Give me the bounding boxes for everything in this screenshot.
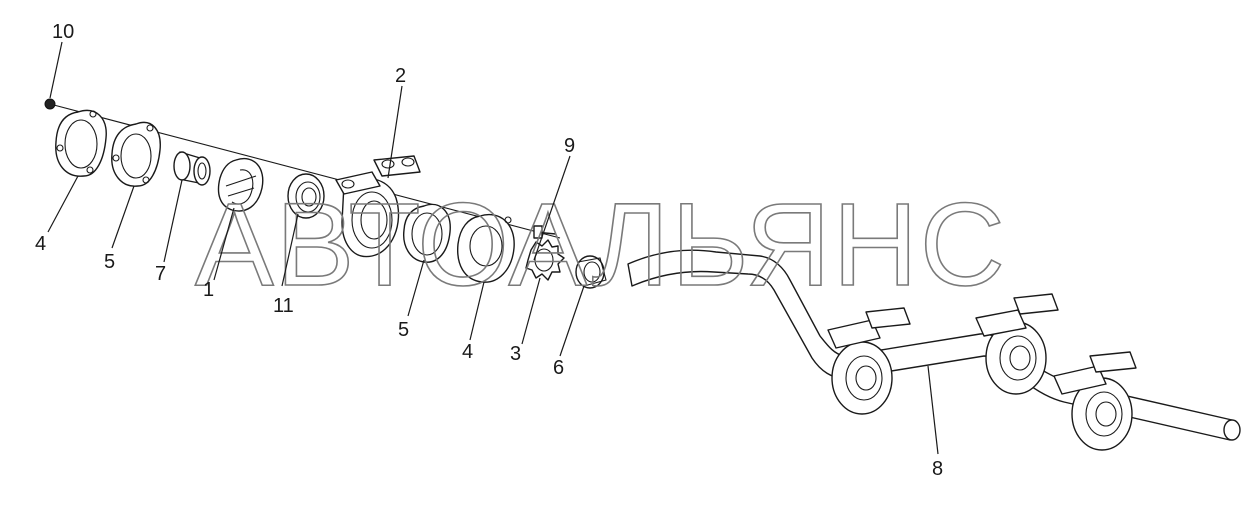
callout-5-left: 5 bbox=[104, 251, 115, 273]
part-8-driveshaft-assembly bbox=[627, 249, 1241, 451]
callout-3: 3 bbox=[510, 343, 521, 365]
part-1-shim-ring bbox=[217, 157, 264, 212]
callout-9: 9 bbox=[564, 135, 575, 157]
callout-6: 6 bbox=[553, 357, 564, 379]
callout-4-right: 4 bbox=[462, 341, 473, 363]
callout-5-right: 5 bbox=[398, 319, 409, 341]
part-2-bearing-housing bbox=[335, 155, 421, 258]
watermark-text: АВТОАЛЬЯНС bbox=[195, 179, 1007, 311]
part-9-bolt bbox=[533, 225, 557, 239]
callout-10: 10 bbox=[52, 21, 74, 43]
callout-1: 1 bbox=[203, 279, 214, 301]
callout-8: 8 bbox=[932, 458, 943, 480]
callout-7: 7 bbox=[155, 263, 166, 285]
part-6-lock-nut bbox=[575, 255, 607, 289]
part-4-cover-flange-right bbox=[457, 214, 515, 283]
part-5-flange-gasket-left bbox=[111, 121, 161, 187]
part-7-bushing bbox=[173, 151, 211, 186]
callout-4-left: 4 bbox=[35, 233, 46, 255]
callout-11: 11 bbox=[273, 295, 294, 317]
part-10-ball bbox=[44, 98, 56, 110]
callout-2: 2 bbox=[395, 65, 406, 87]
callout-labels: 10 2 9 4 5 7 1 11 5 4 3 6 8 bbox=[35, 21, 943, 480]
part-11-seal bbox=[287, 173, 325, 219]
leader-lines bbox=[47, 41, 939, 455]
part-3-lock-washer bbox=[525, 239, 565, 281]
part-4-flange-gasket-left bbox=[55, 109, 107, 177]
